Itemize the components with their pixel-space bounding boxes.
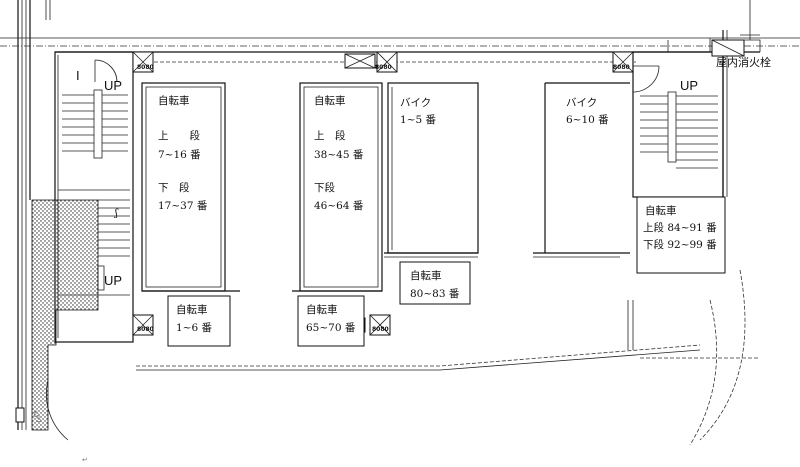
fire-hydrant-label: 屋内消火栓	[716, 55, 771, 69]
svg-text:下段: 下段	[314, 181, 335, 194]
top-right-lines	[740, 0, 760, 40]
bike-area-f: 自転車 65~70 番	[297, 295, 365, 347]
right-stair-core: UP	[632, 30, 728, 198]
svg-text:7~16 番: 7~16 番	[158, 149, 201, 161]
bike-rack-a: 自転車 上 段 7~16 番 下 段 17~37 番	[141, 82, 240, 292]
svg-text:下 段: 下 段	[158, 181, 190, 194]
svg-text:46~64 番: 46~64 番	[314, 200, 364, 212]
right-stair-treads	[640, 95, 718, 169]
svg-text:バイク: バイク	[566, 97, 597, 109]
bike-area-c: 自転車 上段 84~91 番 下段 92~99 番	[636, 196, 726, 274]
svg-text:自転車: 自転車	[306, 303, 338, 316]
svg-text:自転車: 自転車	[314, 94, 346, 107]
stair-treads-lower	[97, 199, 130, 291]
motorcycle-area-a: バイク 1~5 番	[384, 82, 479, 258]
paragraph-mark: ↵	[82, 456, 88, 464]
svg-text:バイク: バイク	[400, 97, 431, 109]
svg-text:17~37 番: 17~37 番	[158, 200, 208, 212]
svg-text:1~6 番: 1~6 番	[176, 322, 212, 334]
svg-text:自転車: 自転車	[410, 269, 442, 282]
fire-hydrant: 屋内消火栓	[711, 39, 771, 69]
svg-text:8080: 8080	[137, 326, 154, 333]
hatched-wall	[31, 199, 99, 431]
stair-up-label-lower: UP	[104, 273, 122, 288]
svg-text:8080: 8080	[375, 64, 392, 71]
svg-text:8080: 8080	[613, 64, 630, 71]
svg-text:自転車: 自転車	[645, 204, 677, 217]
bike-area-d: 自転車 80~83 番	[399, 261, 471, 305]
right-stair-up-label: UP	[680, 78, 698, 93]
top-border	[0, 37, 800, 53]
stair-break-mark: ʃ	[113, 207, 119, 219]
bike-rack-b: 自転車 上 段 38~45 番 下段 46~64 番	[292, 82, 383, 292]
svg-text:上段 84~91 番: 上段 84~91 番	[643, 221, 717, 234]
svg-text:6~10 番: 6~10 番	[566, 114, 609, 126]
column-marks: 8080 8080 8080 8080 8080 8080	[132, 51, 634, 336]
stair-treads-upper	[62, 89, 128, 159]
left-boundary	[15, 0, 51, 430]
svg-text:自転車: 自転車	[158, 94, 190, 107]
svg-text:80~83 番: 80~83 番	[410, 288, 460, 300]
left-stair-marker: I	[76, 68, 80, 83]
svg-text:1~5 番: 1~5 番	[400, 114, 436, 126]
svg-text:自転車: 自転車	[176, 303, 208, 316]
svg-text:38~45 番: 38~45 番	[314, 149, 364, 161]
motorcycle-area-b: バイク 6~10 番	[533, 82, 630, 258]
driveway-curves	[640, 269, 760, 446]
svg-text:8080: 8080	[137, 64, 154, 71]
svg-text:65~70 番: 65~70 番	[306, 322, 356, 334]
bike-area-e: 自転車 1~6 番	[167, 295, 231, 347]
svg-text:上 段: 上 段	[158, 129, 200, 142]
stair-up-label: UP	[104, 78, 122, 93]
svg-text:上 段: 上 段	[314, 129, 346, 142]
left-stair-core: I UP ʃ UP	[54, 51, 134, 343]
svg-text:8080: 8080	[372, 326, 389, 333]
svg-text:下段 92~99 番: 下段 92~99 番	[643, 238, 717, 251]
